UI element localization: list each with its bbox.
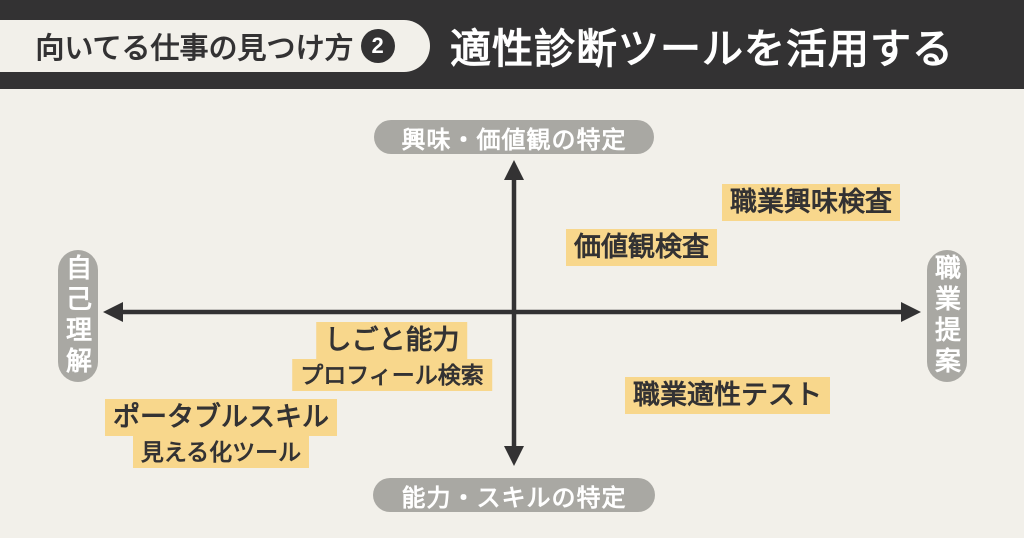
tool-item-label-line2: プロフィール検索	[292, 359, 492, 392]
axis-label-top: 興味・価値観の特定	[374, 120, 654, 154]
step-number-badge: 2	[360, 29, 395, 63]
x-axis-right-arrowhead	[901, 302, 921, 322]
axis-label-right: 職業提案	[927, 250, 967, 382]
tool-item-work-ability-search: しごと能力 プロフィール検索	[292, 322, 492, 392]
header-tag-pill: 向いてる仕事の見つけ方 2	[0, 20, 430, 72]
tool-item-label: 職業興味検査	[722, 184, 900, 222]
tool-item-label: 職業適性テスト	[625, 377, 830, 415]
axis-label-bottom: 能力・スキルの特定	[373, 478, 655, 512]
tool-item-aptitude-test: 職業適性テスト	[625, 377, 830, 415]
tool-item-values-test: 価値観検査	[566, 229, 717, 267]
tool-item-label-line2: 見える化ツール	[132, 436, 310, 469]
tool-item-label-line1: しごと能力	[316, 322, 468, 360]
quadrant-diagram: 興味・価値観の特定 能力・スキルの特定 自己理解 職業提案 職業興味検査 価値観…	[0, 89, 1024, 538]
y-axis-bottom-arrowhead	[504, 446, 524, 466]
header-tag-label: 向いてる仕事の見つけ方	[35, 33, 354, 65]
axes-graphic	[103, 160, 921, 466]
tool-item-label-line1: ポータブルスキル	[105, 399, 337, 437]
axis-label-left: 自己理解	[58, 250, 98, 382]
tool-item-portable-skill-tool: ポータブルスキル 見える化ツール	[105, 399, 337, 469]
y-axis-top-arrowhead	[504, 160, 524, 180]
header-bar: 向いてる仕事の見つけ方 2 適性診断ツールを活用する	[0, 0, 1024, 89]
tool-item-label: 価値観検査	[566, 229, 717, 267]
page-title: 適性診断ツールを活用する	[450, 25, 954, 72]
x-axis-left-arrowhead	[103, 302, 123, 322]
tool-item-interest-test: 職業興味検査	[722, 184, 900, 222]
